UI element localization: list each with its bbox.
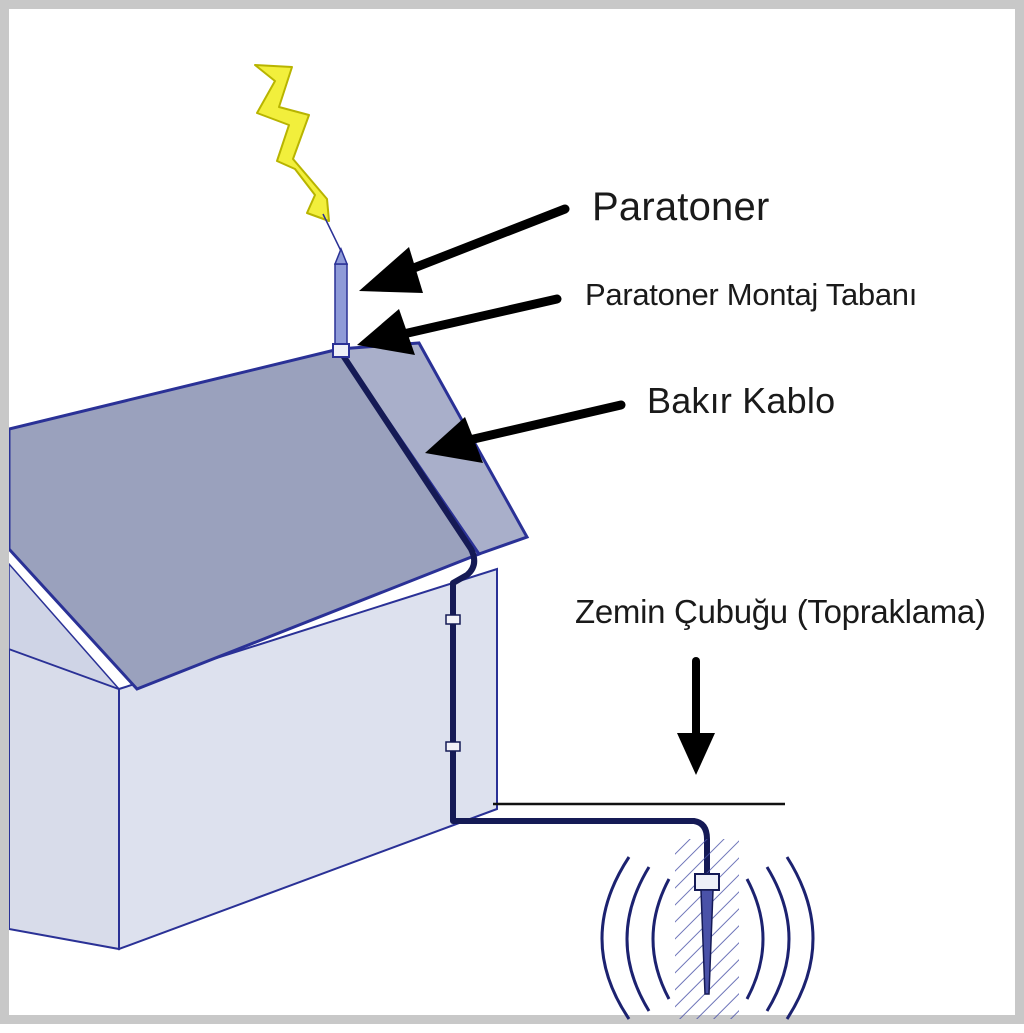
arrow-icon [677,733,715,775]
ground-rod [700,889,714,995]
lightning-rod [333,246,349,345]
arrow-icon [357,309,415,355]
label-copper-cable: Bakır Kablo [647,380,836,421]
roof-front-slope [9,347,482,691]
cable-clamp [445,741,461,752]
arrow-icon [394,294,562,340]
arrow-icon [425,417,483,463]
house [9,562,498,951]
ground-rod-clamp [694,873,720,891]
house-gable-wall [9,647,120,951]
arrows [357,204,715,775]
arrow-icon [460,400,626,446]
arrow-icon [396,204,570,278]
lightning-bolt-icon [254,64,330,222]
arrow-icon [359,247,423,293]
ground-wave-icon [600,856,815,1020]
house-front-wall [118,567,498,951]
house-gable-triangle [9,562,120,690]
label-mounting-base: Paratoner Montaj Tabanı [585,277,918,312]
label-lightning-rod: Paratoner [592,185,770,229]
lightning-protection-diagram [9,64,815,1020]
label-ground-rod: Zemin Çubuğu (Topraklama) [575,593,986,630]
mounting-base [332,343,350,358]
cable-clamp [445,614,461,625]
bolt-strike-line [322,213,342,252]
ground-rod-assembly [600,839,815,1020]
copper-cable [339,352,710,879]
